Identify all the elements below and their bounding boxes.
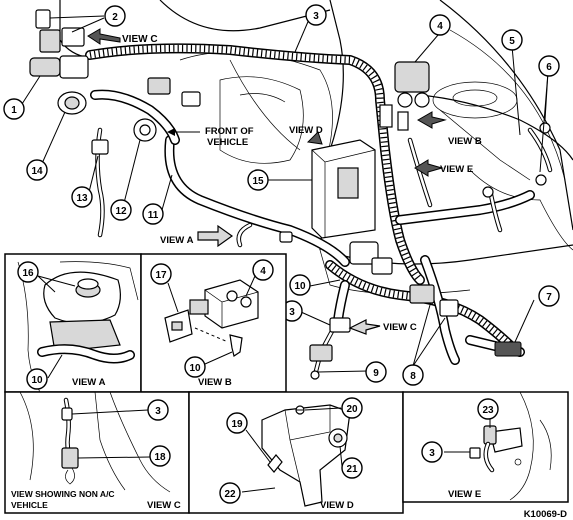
- front-of-vehicle-label-1: FRONT OF: [205, 126, 254, 137]
- callout-9: 9: [365, 361, 387, 383]
- svg-text:3: 3: [429, 448, 435, 459]
- callout-12: 12: [110, 199, 132, 221]
- callout-10-view-b: 10: [184, 356, 206, 378]
- callout-4-view-b: 4: [252, 259, 274, 281]
- callout-10: 10: [289, 274, 311, 296]
- svg-text:19: 19: [231, 419, 243, 430]
- callout-1: 1: [3, 98, 25, 120]
- callout-2: 2: [104, 5, 126, 27]
- svg-text:21: 21: [346, 464, 358, 475]
- callout-5: 5: [501, 29, 523, 51]
- svg-text:23: 23: [482, 405, 494, 416]
- callout-20: 20: [341, 397, 363, 419]
- callout-23: 23: [477, 398, 499, 420]
- svg-text:10: 10: [294, 281, 306, 292]
- svg-text:20: 20: [346, 404, 358, 415]
- callout-6: 6: [538, 55, 560, 77]
- svg-text:15: 15: [252, 176, 264, 187]
- callout-4: 4: [429, 14, 451, 36]
- svg-text:3: 3: [313, 11, 319, 22]
- callout-3-view-c: 3: [147, 399, 169, 421]
- view-e-label: VIEW E: [440, 164, 473, 175]
- svg-text:2: 2: [112, 12, 118, 23]
- svg-text:10: 10: [189, 363, 201, 374]
- callout-19: 19: [226, 412, 248, 434]
- callout-10-view-a: 10: [26, 368, 48, 390]
- leader-lines: [21, 15, 549, 373]
- panel-view-d-label: VIEW D: [320, 500, 354, 511]
- panel-view-a-label: VIEW A: [72, 377, 106, 388]
- callout-22: 22: [219, 482, 241, 504]
- callout-8: 8: [402, 364, 424, 386]
- svg-text:22: 22: [224, 489, 236, 500]
- callout-18: 18: [149, 445, 171, 467]
- callout-16: 16: [17, 261, 39, 283]
- view-c-lower-label: VIEW C: [383, 322, 417, 333]
- callout-3: 3: [305, 4, 327, 26]
- svg-text:3: 3: [289, 307, 295, 318]
- panel-view-c-caption-1: VIEW SHOWING NON A/C: [11, 489, 115, 499]
- figure-id: K10069-D: [524, 509, 567, 520]
- panel-view-b-label: VIEW B: [198, 377, 232, 388]
- main-labels: VIEW C FRONT OF VEHICLE VIEW D VIEW B VI…: [122, 34, 482, 333]
- svg-text:3: 3: [155, 406, 161, 417]
- svg-text:16: 16: [22, 268, 34, 279]
- panel-view-c-label: VIEW C: [147, 500, 181, 511]
- callout-3-view-e: 3: [421, 441, 443, 463]
- svg-text:14: 14: [31, 166, 43, 177]
- callout-17: 17: [150, 263, 172, 285]
- callout-14: 14: [26, 159, 48, 181]
- callout-7: 7: [538, 285, 560, 307]
- svg-text:18: 18: [154, 452, 166, 463]
- svg-text:1: 1: [11, 105, 17, 116]
- svg-text:4: 4: [260, 266, 266, 277]
- panel-view-d: VIEW D: [188, 391, 404, 514]
- view-d-label: VIEW D: [289, 125, 323, 136]
- svg-text:6: 6: [546, 62, 552, 73]
- callout-11: 11: [142, 203, 164, 225]
- svg-text:4: 4: [437, 21, 443, 32]
- panel-view-e-label: VIEW E: [448, 489, 481, 500]
- view-a-label: VIEW A: [160, 235, 194, 246]
- svg-text:10: 10: [31, 375, 43, 386]
- svg-text:5: 5: [509, 36, 515, 47]
- svg-text:11: 11: [148, 210, 159, 221]
- front-of-vehicle-label-2: VEHICLE: [207, 137, 248, 148]
- view-c-label: VIEW C: [122, 34, 158, 45]
- svg-text:8: 8: [410, 371, 416, 382]
- view-b-label: VIEW B: [448, 136, 482, 147]
- components: [29, 9, 551, 380]
- callout-15: 15: [247, 169, 269, 191]
- svg-text:7: 7: [546, 292, 552, 303]
- view-arrows: [87, 28, 447, 335]
- svg-text:13: 13: [76, 193, 88, 204]
- svg-text:9: 9: [373, 368, 379, 379]
- callout-21: 21: [341, 457, 363, 479]
- svg-text:17: 17: [155, 270, 167, 281]
- callout-13: 13: [71, 186, 93, 208]
- svg-text:12: 12: [115, 206, 127, 217]
- panel-view-c-caption-2: VEHICLE: [11, 500, 48, 510]
